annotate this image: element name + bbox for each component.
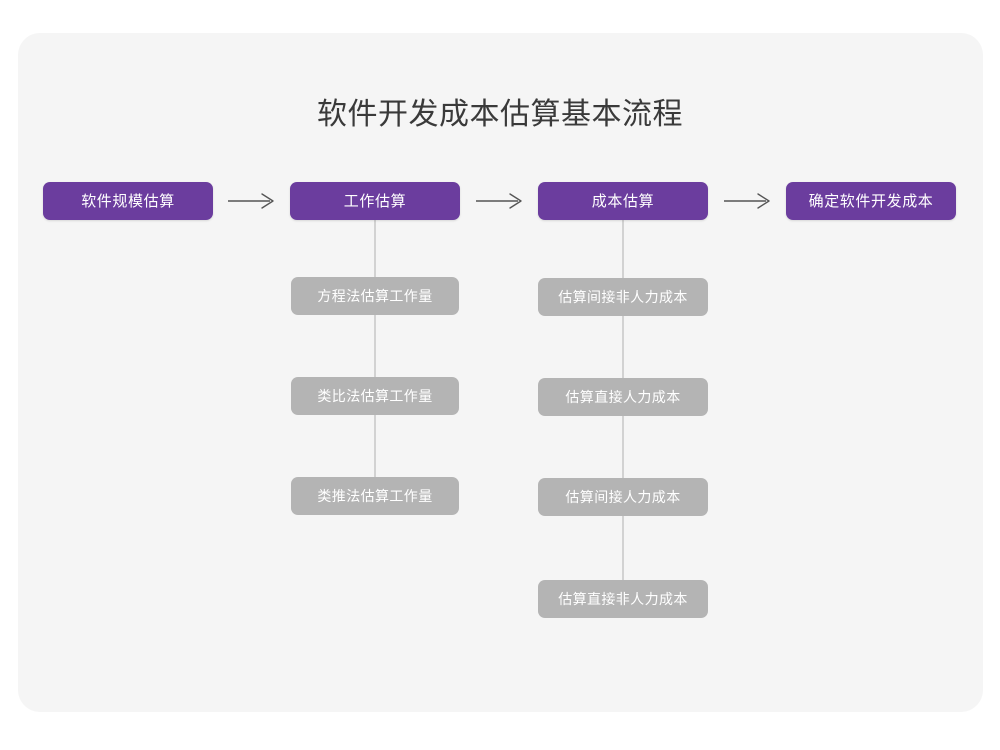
connector-line-effort-estimation-branch [374, 220, 376, 497]
flow-step-3[interactable]: 成本估算 [538, 182, 708, 220]
arrow-step1-to-step2 [224, 189, 280, 213]
branch-item-2-2[interactable]: 估算直接人力成本 [538, 378, 708, 416]
arrow-step2-to-step3 [472, 189, 528, 213]
flow-step-1[interactable]: 软件规模估算 [43, 182, 213, 220]
branch-item-1-2[interactable]: 类比法估算工作量 [291, 377, 459, 415]
flowchart-card [18, 33, 983, 712]
flow-step-2[interactable]: 工作估算 [290, 182, 460, 220]
flow-step-4[interactable]: 确定软件开发成本 [786, 182, 956, 220]
page-title: 软件开发成本估算基本流程 [317, 98, 683, 131]
arrow-step3-to-step4 [720, 189, 776, 213]
branch-item-1-3[interactable]: 类推法估算工作量 [291, 477, 459, 515]
branch-item-2-1[interactable]: 估算间接非人力成本 [538, 278, 708, 316]
branch-item-2-4[interactable]: 估算直接非人力成本 [538, 580, 708, 618]
branch-item-2-3[interactable]: 估算间接人力成本 [538, 478, 708, 516]
branch-item-1-1[interactable]: 方程法估算工作量 [291, 277, 459, 315]
